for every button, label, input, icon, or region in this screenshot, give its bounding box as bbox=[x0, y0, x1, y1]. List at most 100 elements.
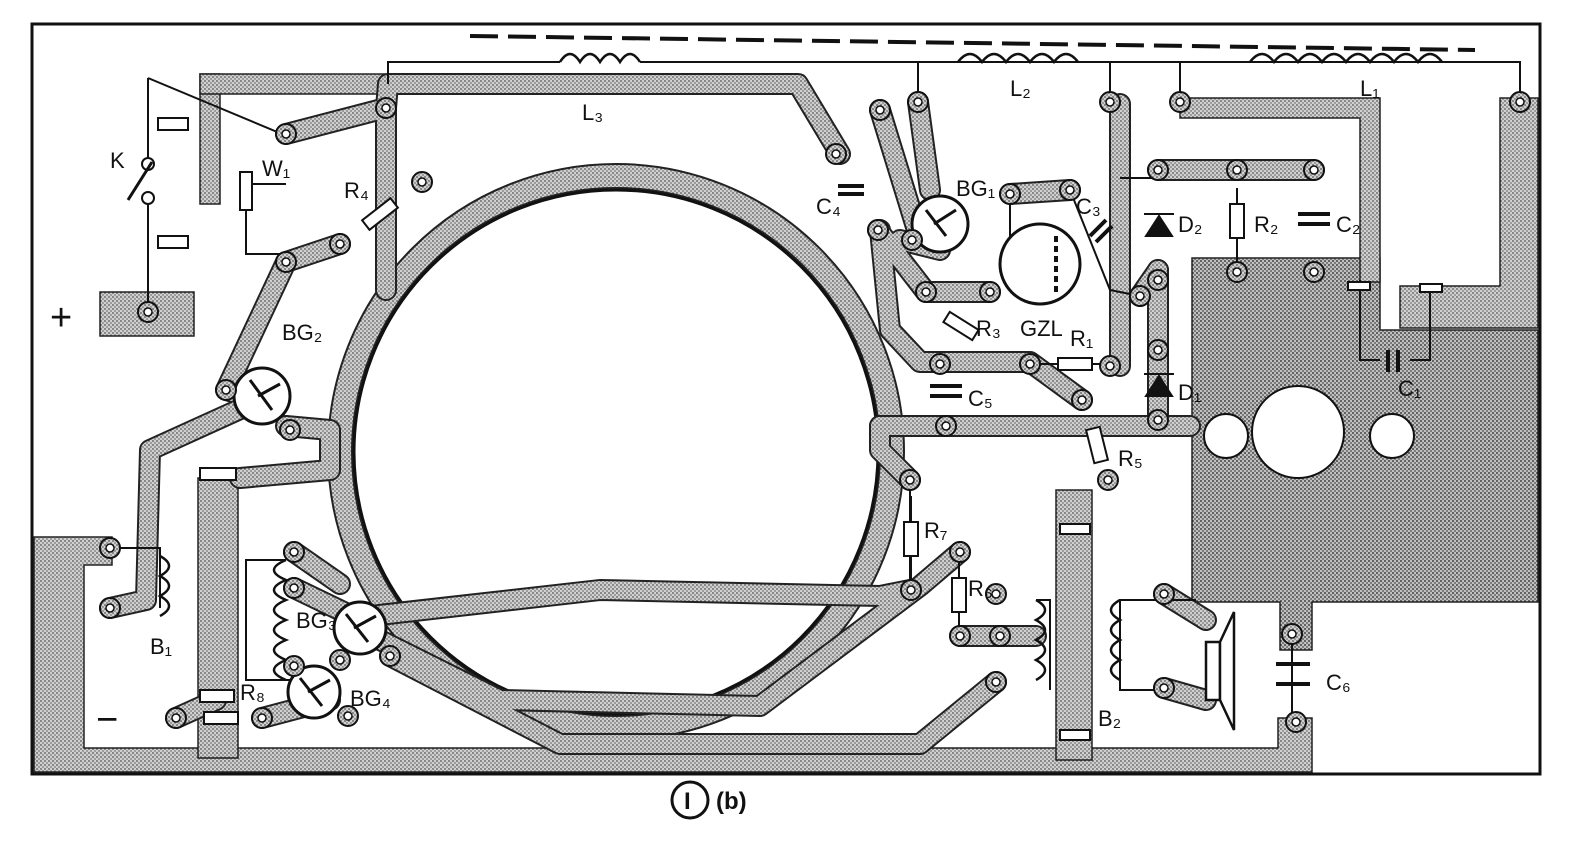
pad-hole bbox=[1287, 629, 1297, 639]
pad-hole bbox=[281, 129, 291, 139]
label-bg2: BG₂ bbox=[282, 320, 322, 345]
coil-b2 bbox=[1109, 598, 1123, 682]
diode-d1 bbox=[1144, 373, 1174, 397]
resistor-r7 bbox=[903, 521, 919, 557]
speaker-symbol bbox=[1204, 611, 1236, 731]
label-r5: R₅ bbox=[1118, 446, 1143, 471]
label-r2: R₂ bbox=[1254, 212, 1278, 237]
label-b2: B₂ bbox=[1098, 706, 1121, 731]
label-gzl: GZL bbox=[1020, 316, 1063, 341]
coil-l3 bbox=[558, 52, 642, 65]
pad-hole bbox=[1153, 275, 1163, 285]
pad-hole bbox=[1103, 475, 1113, 485]
pad-hole bbox=[1175, 97, 1185, 107]
label-c3: C₃ bbox=[1076, 194, 1101, 219]
caption-numeral: I bbox=[684, 788, 691, 815]
pad-hole bbox=[1065, 185, 1075, 195]
transistor-bg2 bbox=[232, 366, 292, 426]
label-r1: R₁ bbox=[1070, 326, 1093, 351]
pad-hole bbox=[955, 631, 965, 641]
label-r6: R₆ bbox=[968, 576, 993, 601]
pad-hole bbox=[289, 547, 299, 557]
pad-hole bbox=[1159, 683, 1169, 693]
component-labels: K W₁ R₄ BG₂ L₃ L₂ L₁ C₄ BG₁ C₃ D₂ R₂ C₂ … bbox=[50, 76, 1421, 741]
pad-hole bbox=[1105, 361, 1115, 371]
pad-hole bbox=[381, 103, 391, 113]
pad-hole bbox=[907, 235, 917, 245]
pad-hole bbox=[935, 359, 945, 369]
pad-hole bbox=[385, 651, 395, 661]
pad-hole bbox=[906, 585, 916, 595]
pad-hole bbox=[1105, 97, 1115, 107]
diode-d2 bbox=[1144, 213, 1174, 237]
label-b1: B₁ bbox=[150, 634, 172, 659]
pad-hole bbox=[105, 603, 115, 613]
transistor-bg3 bbox=[332, 600, 388, 656]
pad-hole bbox=[995, 631, 1005, 641]
pad-hole bbox=[1153, 165, 1163, 175]
solder-pads bbox=[99, 91, 1531, 733]
capacitor-c4 bbox=[838, 184, 864, 196]
label-c6: C₆ bbox=[1326, 670, 1351, 695]
pad-hole bbox=[875, 105, 885, 115]
pad-hole bbox=[1309, 165, 1319, 175]
resistor-r8 bbox=[203, 711, 239, 725]
pad-hole bbox=[1025, 359, 1035, 369]
capacitors bbox=[838, 184, 1400, 686]
pad-hole bbox=[905, 475, 915, 485]
capacitor-c1 bbox=[1386, 350, 1400, 372]
label-c4: C₄ bbox=[816, 194, 841, 219]
pad-hole bbox=[343, 711, 353, 721]
resistor-r5 bbox=[1084, 425, 1110, 465]
label-bg3: BG₃ bbox=[296, 608, 337, 633]
pad-hole bbox=[991, 677, 1001, 687]
pad-hole bbox=[913, 97, 923, 107]
pad-hole bbox=[921, 287, 931, 297]
label-c2: C₂ bbox=[1336, 212, 1360, 237]
label-r4: R₄ bbox=[344, 178, 369, 203]
pad-hole bbox=[281, 257, 291, 267]
pad-hole bbox=[941, 421, 951, 431]
capacitor-c6 bbox=[1276, 662, 1310, 686]
label-d2: D₂ bbox=[1178, 212, 1202, 237]
resistor-r1 bbox=[1057, 357, 1093, 371]
pad-hole bbox=[221, 385, 231, 395]
coil-b1 bbox=[157, 554, 171, 618]
label-l3: L₃ bbox=[582, 100, 603, 125]
pad-hole bbox=[257, 713, 267, 723]
pad-hole bbox=[873, 225, 883, 235]
pad-hole bbox=[289, 661, 299, 671]
label-w1: W₁ bbox=[262, 156, 290, 181]
coil-l1 bbox=[1249, 52, 1443, 65]
label-r3: R₃ bbox=[976, 316, 1001, 341]
capacitor-c5 bbox=[930, 384, 962, 398]
potentiometer-w1 bbox=[239, 171, 253, 211]
label-bg1: BG₁ bbox=[956, 176, 995, 201]
switch-k[interactable] bbox=[126, 117, 189, 249]
transistor-bg4 bbox=[286, 664, 342, 720]
label-l1: L₁ bbox=[1360, 76, 1380, 101]
pad-hole bbox=[1232, 165, 1242, 175]
pad-hole bbox=[171, 713, 181, 723]
diodes bbox=[1144, 213, 1174, 397]
pad-hole bbox=[285, 425, 295, 435]
resistor-r6 bbox=[951, 577, 967, 613]
pad-hole bbox=[143, 307, 153, 317]
pad-hole bbox=[831, 149, 841, 159]
pad-hole bbox=[1077, 395, 1087, 405]
pad-hole bbox=[1153, 415, 1163, 425]
pad-hole bbox=[991, 589, 1001, 599]
label-c5: C₅ bbox=[968, 386, 993, 411]
capacitor-c2 bbox=[1298, 212, 1330, 226]
transistors bbox=[232, 194, 970, 720]
pad-hole bbox=[1515, 97, 1525, 107]
pad-hole bbox=[1291, 717, 1301, 727]
pad-hole bbox=[1005, 189, 1015, 199]
capacitor-c3 bbox=[1088, 218, 1114, 244]
pad-hole bbox=[1159, 589, 1169, 599]
label-minus: − bbox=[96, 699, 118, 741]
pad-hole bbox=[1135, 291, 1145, 301]
label-r8: R₈ bbox=[240, 680, 265, 705]
label-l2: L₂ bbox=[1010, 76, 1031, 101]
